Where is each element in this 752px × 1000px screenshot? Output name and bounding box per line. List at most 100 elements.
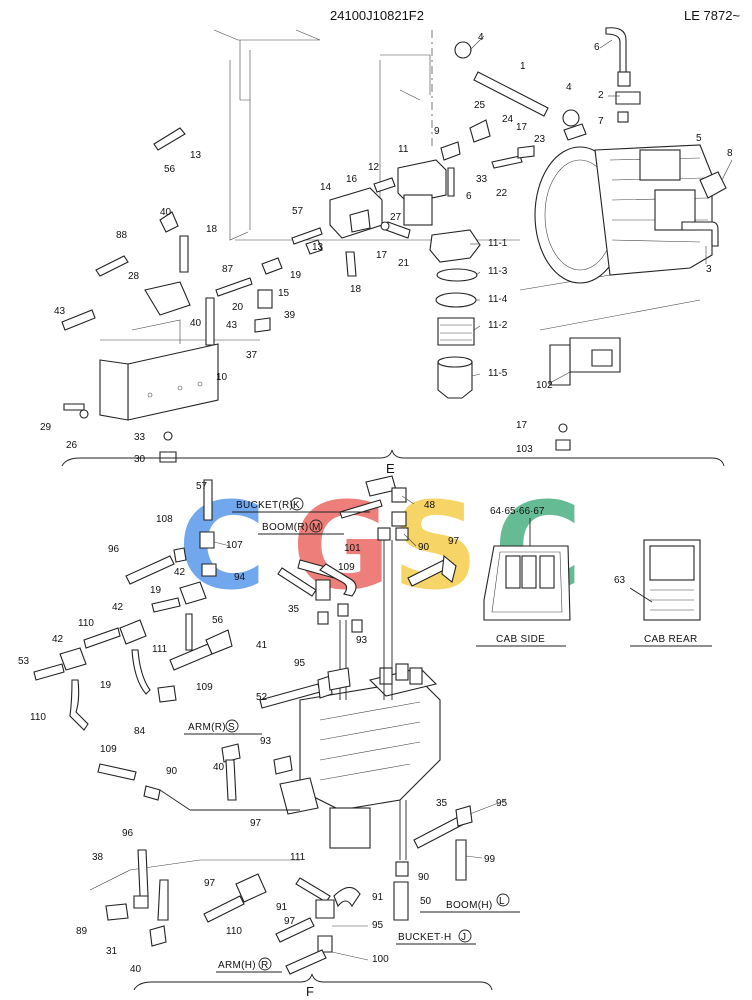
- svg-text:109: 109: [196, 682, 213, 693]
- svg-text:95: 95: [294, 658, 306, 669]
- svg-text:28: 28: [128, 271, 140, 282]
- svg-text:8: 8: [727, 148, 733, 159]
- svg-text:10: 10: [216, 372, 228, 383]
- svg-text:11-2: 11-2: [488, 320, 508, 331]
- bracket-10: [99, 281, 219, 421]
- cab-rear-drawing: [629, 539, 701, 621]
- svg-text:18: 18: [206, 224, 218, 235]
- part-code: 24100J10821F2: [330, 8, 424, 23]
- svg-text:90: 90: [418, 542, 430, 553]
- svg-text:L: L: [499, 896, 505, 907]
- svg-text:40: 40: [190, 318, 202, 329]
- svg-text:M: M: [312, 522, 321, 533]
- svg-text:K: K: [293, 500, 300, 511]
- svg-text:11-3: 11-3: [488, 266, 508, 277]
- svg-text:CAB REAR: CAB REAR: [644, 634, 698, 645]
- svg-text:ARM(R): ARM(R): [188, 722, 226, 733]
- lower-hoses: [33, 475, 473, 975]
- svg-text:42: 42: [174, 567, 186, 578]
- svg-text:R: R: [261, 960, 269, 971]
- svg-text:42: 42: [112, 602, 124, 613]
- svg-text:J: J: [461, 932, 466, 943]
- svg-text:43: 43: [54, 306, 66, 317]
- svg-text:18: 18: [350, 284, 362, 295]
- svg-text:56: 56: [164, 164, 176, 175]
- pump-fittings: [605, 27, 727, 247]
- svg-text:108: 108: [156, 514, 173, 525]
- svg-text:15: 15: [278, 288, 290, 299]
- svg-text:107: 107: [226, 540, 243, 551]
- section-bracket-e: [61, 449, 725, 467]
- svg-text:6: 6: [594, 42, 600, 53]
- svg-text:111: 111: [152, 644, 168, 655]
- svg-text:39: 39: [284, 310, 296, 321]
- svg-text:19: 19: [100, 680, 112, 691]
- svg-text:109: 109: [338, 562, 355, 573]
- svg-text:43: 43: [226, 320, 238, 331]
- svg-text:6: 6: [466, 191, 472, 202]
- svg-text:93: 93: [260, 736, 272, 747]
- svg-text:53: 53: [18, 656, 30, 667]
- section-label-f: F: [306, 984, 314, 999]
- svg-text:40: 40: [160, 207, 172, 218]
- svg-text:91: 91: [276, 902, 288, 913]
- svg-text:11-5: 11-5: [488, 368, 508, 379]
- svg-text:12: 12: [368, 162, 380, 173]
- svg-text:38: 38: [92, 852, 104, 863]
- svg-text:BUCKET(R): BUCKET(R): [236, 500, 293, 511]
- svg-text:90: 90: [166, 766, 178, 777]
- svg-text:40: 40: [213, 762, 225, 773]
- svg-text:109: 109: [100, 744, 117, 755]
- svg-text:24: 24: [502, 114, 514, 125]
- svg-text:33: 33: [476, 174, 488, 185]
- svg-text:84: 84: [134, 726, 146, 737]
- svg-text:50: 50: [420, 896, 432, 907]
- cab-side-drawing: [483, 518, 571, 621]
- svg-text:110: 110: [78, 618, 94, 629]
- svg-text:57: 57: [196, 481, 208, 492]
- control-valve: [279, 663, 441, 849]
- hydraulic-pump: [534, 144, 713, 284]
- svg-text:11-4: 11-4: [488, 294, 508, 305]
- svg-text:97: 97: [204, 878, 216, 889]
- callouts-upper: 1 2 3 4 4 5 6 6 7 8 9 10 11 11-1 11-2 11…: [40, 32, 733, 465]
- svg-text:96: 96: [122, 828, 134, 839]
- svg-text:3: 3: [706, 264, 712, 275]
- svg-text:13: 13: [312, 242, 324, 253]
- svg-text:ARM(H): ARM(H): [218, 960, 256, 971]
- svg-text:97: 97: [284, 916, 296, 927]
- svg-text:2: 2: [598, 90, 604, 101]
- svg-text:63: 63: [614, 575, 626, 586]
- svg-text:7: 7: [598, 116, 604, 127]
- svg-text:19: 19: [150, 585, 162, 596]
- callouts-lower: 19 19 31 35 35 38 40 40 41 42 42 42 48 5…: [18, 481, 626, 975]
- leader-lines: [213, 35, 733, 961]
- circuit-captions: BUCKET(R) K BOOM(R) M ARM(R) S BOOM(H) L…: [184, 497, 712, 973]
- svg-text:110: 110: [226, 926, 242, 937]
- svg-text:5: 5: [696, 133, 702, 144]
- svg-text:9: 9: [434, 126, 440, 137]
- svg-text:93: 93: [356, 635, 368, 646]
- upper-small-parts: [61, 119, 621, 463]
- svg-text:4: 4: [566, 82, 572, 93]
- svg-text:40: 40: [130, 964, 142, 975]
- svg-text:87: 87: [222, 264, 234, 275]
- svg-text:97: 97: [448, 536, 460, 547]
- svg-text:37: 37: [246, 350, 258, 361]
- svg-text:17: 17: [516, 122, 528, 133]
- svg-text:BUCKET·H: BUCKET·H: [398, 932, 452, 943]
- valve-block: [329, 187, 383, 239]
- svg-text:57: 57: [292, 206, 304, 217]
- svg-text:BOOM(R): BOOM(R): [262, 522, 309, 533]
- svg-text:95: 95: [372, 920, 384, 931]
- svg-text:11-1: 11-1: [488, 238, 508, 249]
- svg-text:17: 17: [376, 250, 388, 261]
- svg-text:BOOM(H): BOOM(H): [446, 900, 493, 911]
- svg-text:11: 11: [398, 144, 409, 155]
- svg-text:1: 1: [520, 61, 526, 72]
- svg-text:G: G: [292, 478, 391, 617]
- section-label-e: E: [386, 461, 395, 476]
- svg-text:27: 27: [390, 212, 402, 223]
